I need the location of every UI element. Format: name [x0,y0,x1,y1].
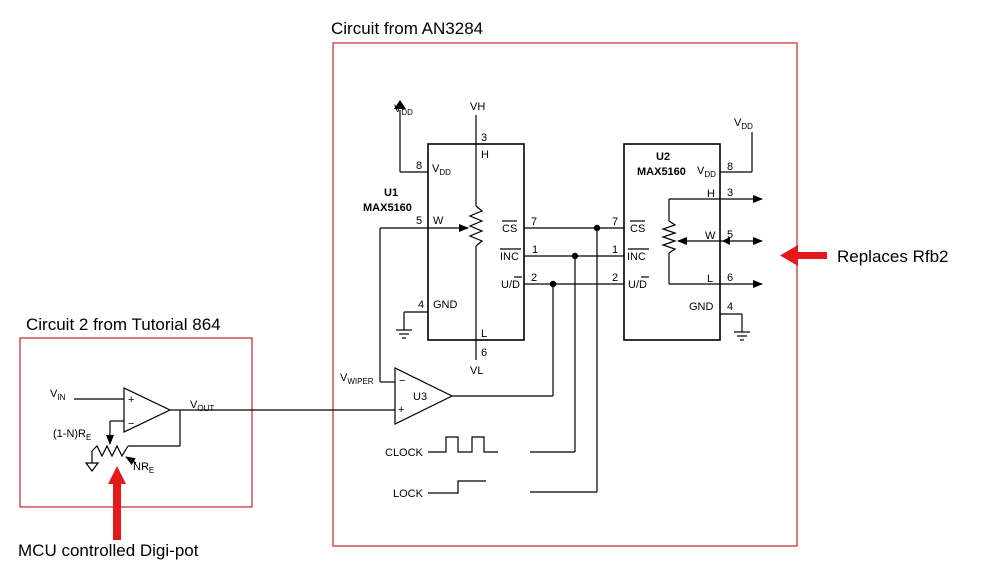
tutorial-frame [19,337,253,508]
u3-minus: − [399,375,405,387]
tutorial-plus: + [128,394,134,406]
u2-w-terminal-icon [722,237,730,245]
lock-label: LOCK [393,488,424,500]
u1-l-pin-label: L [481,328,487,340]
u2-ud-pin-num: 2 [612,272,618,284]
u3-vwiper-label: VWIPER [340,372,374,386]
replaces-arrow-shaft [795,252,827,259]
tutorial-minus: − [128,418,134,430]
clock-waveform-icon [428,436,498,453]
u1-chip: VDD 8 VDD VH 3 H L 6 VL 5 W U1 MAX5160 4… [363,100,538,377]
u2-l-pin-label: L [707,273,713,285]
replaces-arrow-icon [780,245,798,266]
tutorial-r-upper: (1-N)RE [53,428,91,442]
tutorial-caption: Circuit 2 from Tutorial 864 [26,315,221,334]
u2-inc-pin-label: INC [627,251,646,263]
tutorial-opamp-icon [123,387,172,433]
an3284-frame [332,42,798,547]
u1-cs-pin-label: CS [502,223,517,235]
u1-rail-vdd: VDD [394,103,413,117]
u1-vdd-pin-label: VDD [432,163,451,177]
u2-ud-pin-label: U/D [628,279,647,291]
u2-gnd-pin-label: GND [689,301,714,313]
tutorial-r-lower: NRE [133,461,154,475]
u1-rail-vl: VL [470,365,483,377]
clock-signal: CLOCK [385,436,498,459]
an3284-caption: Circuit from AN3284 [331,19,483,38]
u2-part: MAX5160 [637,166,686,178]
tutorial-ground-icon [84,462,100,472]
u1-ud-pin-label: U/D [501,279,520,291]
u3-opamp: U3 − + VWIPER [180,227,454,425]
replaces-caption: Replaces Rfb2 [837,247,949,266]
u2-vdd-pin-label: VDD [697,165,716,179]
u3-plus: + [398,404,404,416]
u1-w-pin-label: W [433,215,444,227]
tutorial-circuit: + − VIN VOUT (1-N)RE NRE [50,387,214,475]
u1-inc-pin-label: INC [500,251,519,263]
u1-h-pin-num: 3 [481,132,487,144]
u1-vdd-pin-num: 8 [416,160,422,172]
lock-signal: LOCK [393,480,486,500]
u1-l-pin-num: 6 [481,347,487,359]
clock-label: CLOCK [385,447,424,459]
u2-w-pin-label: W [705,230,716,242]
u1-w-pin-num: 5 [416,215,422,227]
u2-rail-vdd: VDD [734,117,753,131]
u1-part: MAX5160 [363,202,412,214]
u1-gnd-pin-num: 4 [418,299,424,311]
control-bus [452,224,624,493]
tutorial-digipot-icon [91,444,129,458]
u1-rail-vh: VH [470,101,485,113]
tutorial-vout-label: VOUT [190,399,214,413]
replaces-arrow [780,245,827,266]
u1-resistor-icon [468,205,484,247]
u2-cs-pin-num: 7 [612,216,618,228]
mcu-arrow-icon [108,466,126,484]
tutorial-vin-label: VIN [50,388,66,402]
u1-ud-pin-num: 2 [531,272,537,284]
u2-inc-pin-num: 1 [612,244,618,256]
mcu-caption: MCU controlled Digi-pot [18,541,199,560]
u2-ref: U2 [656,151,670,163]
u3-triangle-icon [394,367,454,425]
u1-gnd-pin-label: GND [433,299,458,311]
lock-waveform-icon [428,480,486,494]
u2-vdd-pin-num: 8 [727,161,733,173]
u1-h-pin-label: H [481,149,489,161]
u2-h-pin-num: 3 [727,187,733,199]
u1-ref: U1 [384,187,398,199]
mcu-arrow [108,466,126,540]
u2-resistor-icon [661,220,677,254]
u2-chip: U2 MAX5160 VDD 8 VDD CS INC U/D 7 1 2 H … [612,117,763,341]
u1-inc-pin-num: 1 [532,244,538,256]
u2-l-pin-num: 6 [727,272,733,284]
u2-gnd-pin-num: 4 [727,301,733,313]
u1-cs-pin-num: 7 [531,216,537,228]
u3-ref: U3 [413,391,427,403]
u2-w-pin-num: 5 [727,229,733,241]
u2-h-pin-label: H [707,188,715,200]
mcu-arrow-shaft [113,482,121,540]
u1-vdd-arrow-icon [394,100,406,109]
u2-cs-pin-label: CS [630,223,645,235]
